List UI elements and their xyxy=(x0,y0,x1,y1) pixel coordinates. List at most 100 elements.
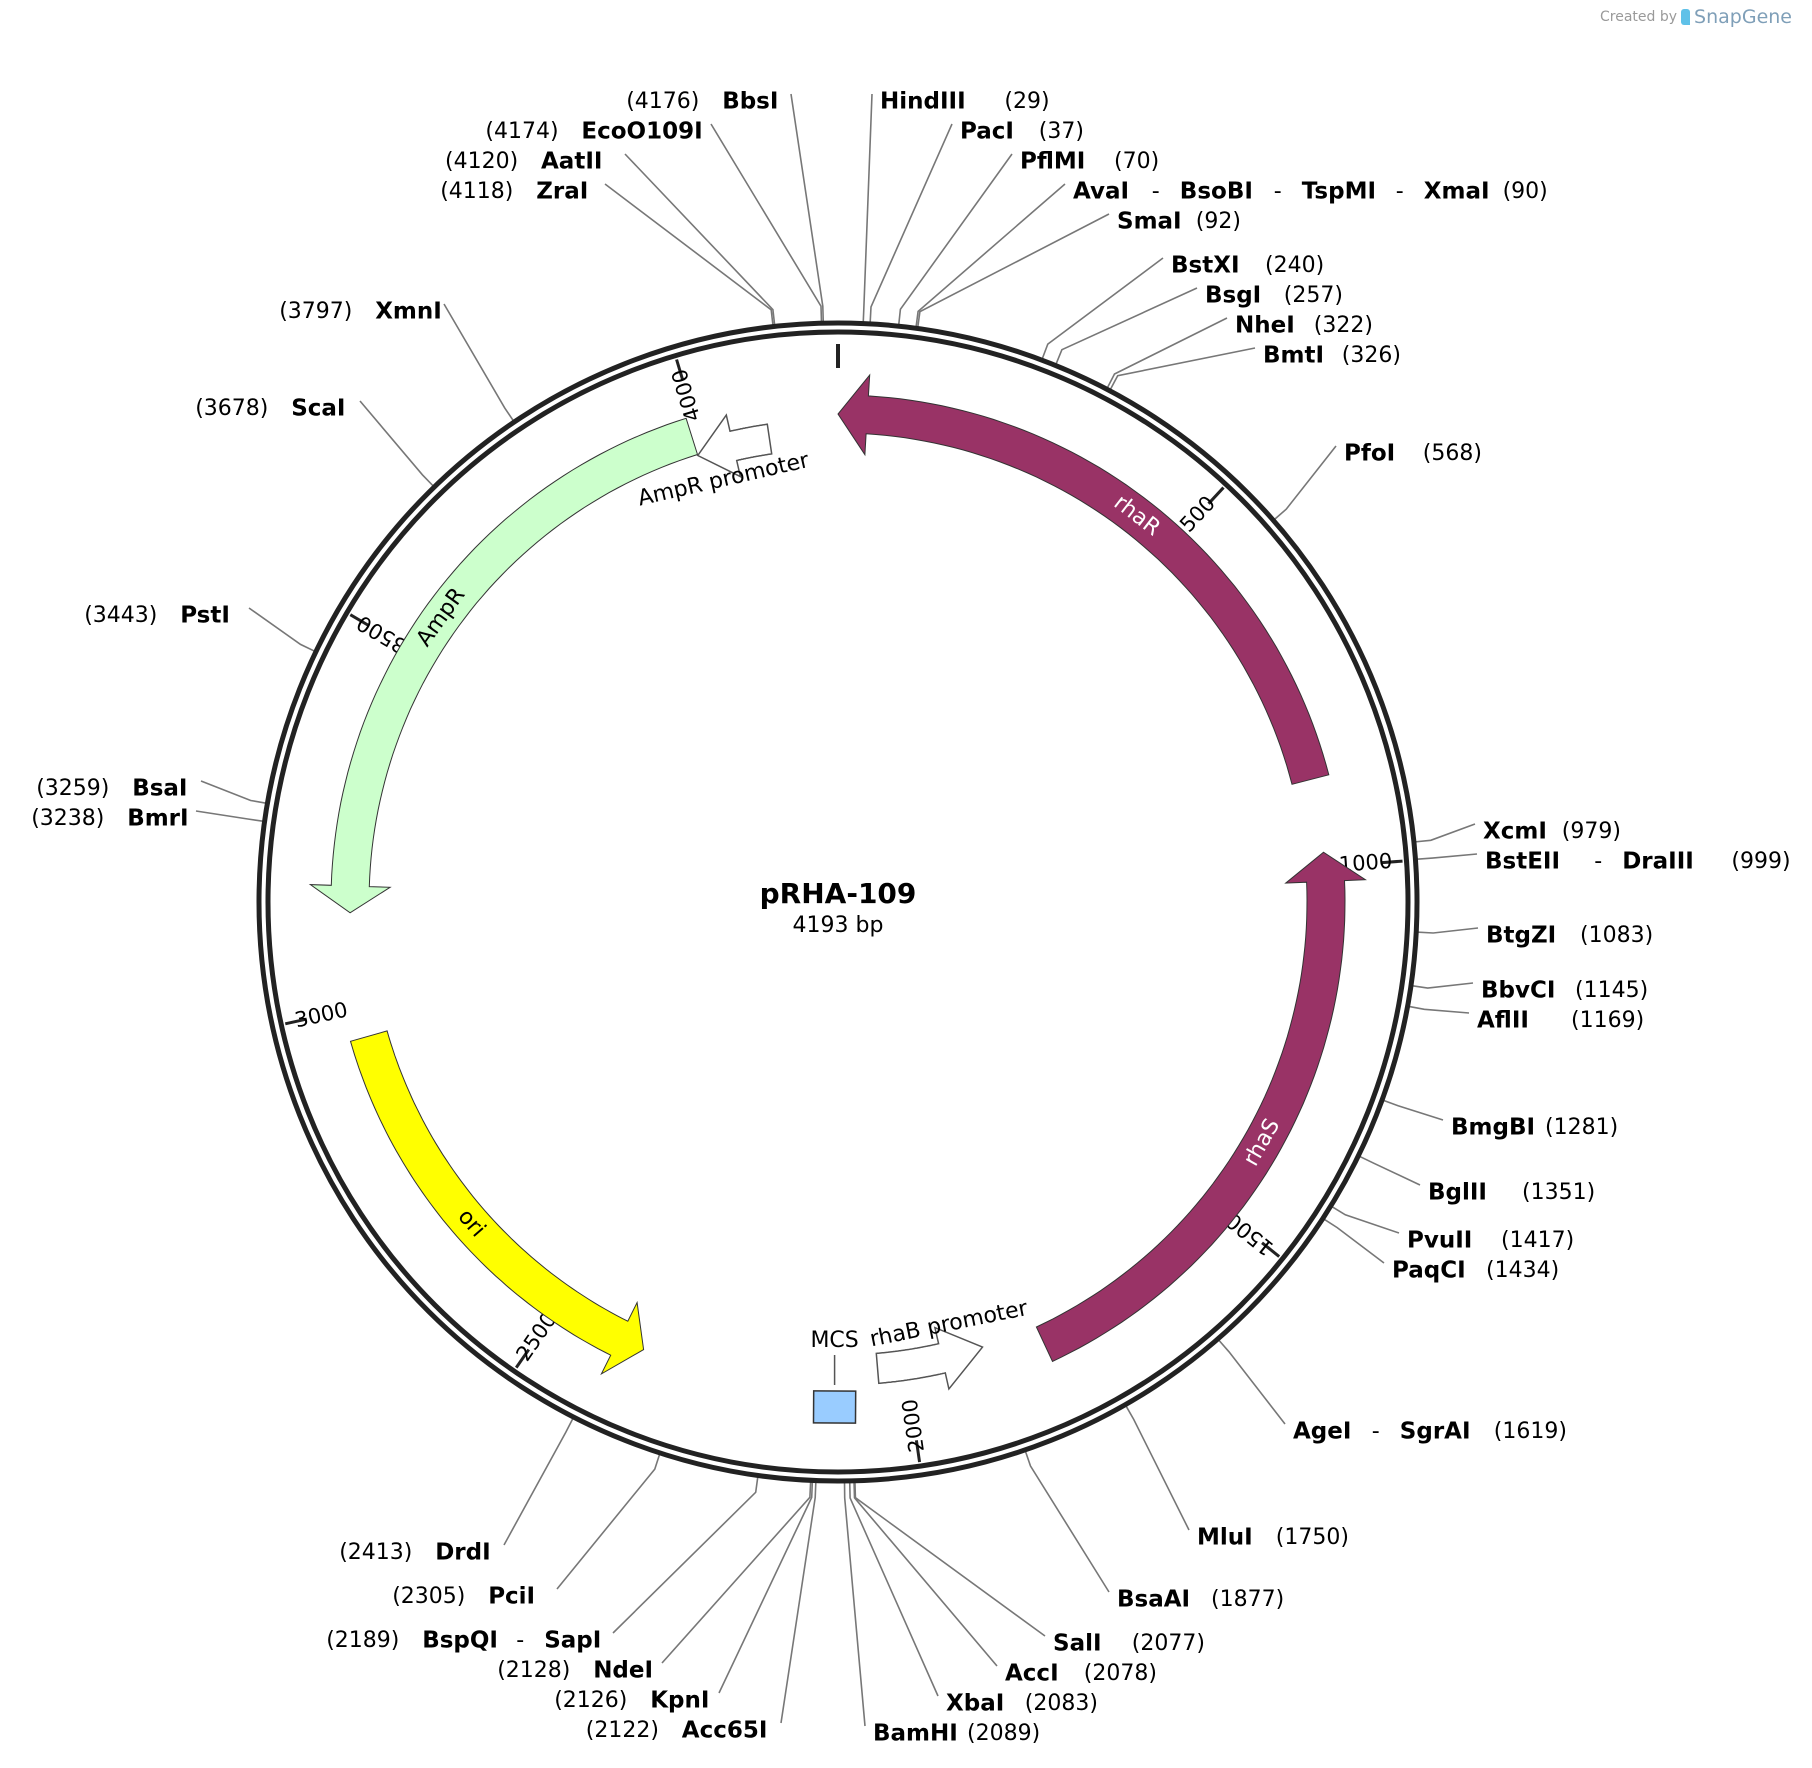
site-xcmi[interactable]: XcmI(979) xyxy=(1483,819,1621,845)
site-leader-line xyxy=(718,1480,814,1694)
site-position: (1434) xyxy=(1486,1258,1559,1283)
feature-mcs[interactable]: MCS xyxy=(810,1328,859,1424)
site-ndei[interactable]: (2128) NdeI xyxy=(497,1658,653,1684)
restriction-sites: (4176)BbsI (4174)EcoO109I (4120)AatII (4118… xyxy=(31,89,1790,1747)
feature-rhas[interactable]: rhaS xyxy=(1035,851,1367,1363)
site-mlui[interactable]: MluI(1750) xyxy=(1197,1525,1349,1551)
site-kpni[interactable]: (2126)KpnI xyxy=(554,1688,709,1714)
site-acci[interactable]: AccI(2078) xyxy=(1005,1661,1157,1687)
site-enzyme-name: SalI xyxy=(1053,1631,1102,1657)
feature-label: MCS xyxy=(810,1328,858,1353)
site-ecoo109i[interactable]: (4174)EcoO109I xyxy=(485,119,702,145)
site-xmni[interactable]: (3797)XmnI xyxy=(279,299,442,325)
site-enzyme-name: BmtI xyxy=(1263,343,1324,369)
site-enzyme-name: BmgBI xyxy=(1451,1115,1535,1141)
site-scai[interactable]: (3678)ScaI xyxy=(195,396,345,422)
feature-arrow[interactable] xyxy=(875,1326,984,1391)
site-bmri[interactable]: (3238)BmrI xyxy=(31,806,188,832)
site-position: (90) xyxy=(1503,179,1548,204)
site-leader-line xyxy=(1415,853,1478,861)
site-enzyme-name: PaqCI xyxy=(1392,1258,1466,1284)
site-position: (2128) xyxy=(497,1658,570,1683)
feature-rhab-promoter[interactable]: rhaB promoter xyxy=(868,1296,1031,1391)
mcs-box[interactable] xyxy=(812,1390,857,1424)
site-leader-line xyxy=(556,1452,661,1590)
site-pvuii[interactable]: PvuII(1417) xyxy=(1407,1228,1574,1254)
site-bbvci[interactable]: BbvCI(1145) xyxy=(1481,978,1648,1004)
site-bsai[interactable]: (3259)BsaI xyxy=(36,776,187,802)
site-position: (70) xyxy=(1114,149,1159,174)
site-position: (240) xyxy=(1265,253,1324,278)
site-bstxi[interactable]: BstXI(240) xyxy=(1171,253,1324,279)
site-aatii[interactable]: (4120)AatII xyxy=(445,149,602,175)
site-enzyme-name: EcoO109I xyxy=(581,119,702,145)
feature-arrow[interactable] xyxy=(349,1030,645,1376)
site-bmgbi[interactable]: BmgBI(1281) xyxy=(1451,1115,1618,1141)
site-leader-line xyxy=(661,1480,812,1664)
site-enzyme-name: BtgZI xyxy=(1486,923,1556,949)
site-bsgi[interactable]: BsgI(257) xyxy=(1205,283,1343,309)
site-enzyme-name: NdeI xyxy=(593,1658,653,1684)
feature-ori[interactable]: ori xyxy=(349,1030,645,1376)
site-bglii[interactable]: BglII(1351) xyxy=(1428,1180,1595,1206)
site-position: (3797) xyxy=(279,299,352,324)
site-avai-bsobi-tspmi-xmai[interactable]: AvaI-BsoBI-TspMI-XmaI(90) xyxy=(1073,179,1548,205)
ruler-tick xyxy=(1380,859,1403,865)
site-bamhi[interactable]: BamHI(2089) xyxy=(873,1721,1040,1747)
site-enzyme-name: SapI xyxy=(544,1628,601,1654)
site-leader-line xyxy=(1041,257,1164,361)
site-pcii[interactable]: (2305)PciI xyxy=(392,1584,535,1610)
site-leader-line xyxy=(359,400,435,488)
feature-arrow[interactable] xyxy=(1035,851,1367,1363)
site-position: (1877) xyxy=(1211,1587,1284,1612)
site-paqci[interactable]: PaqCI (1434) xyxy=(1392,1258,1559,1284)
site-position: (1351) xyxy=(1522,1180,1595,1205)
site-sali[interactable]: SalI(2077) xyxy=(1053,1631,1205,1657)
site-position: (37) xyxy=(1039,119,1084,144)
site-paci[interactable]: PacI(37) xyxy=(960,119,1084,145)
site-pflmi[interactable]: PflMI (70) xyxy=(1020,149,1159,175)
site-position: (92) xyxy=(1196,209,1241,234)
site-enzyme-name: PfoI xyxy=(1344,441,1395,467)
site-name-separator: - xyxy=(1372,1419,1380,1444)
site-smai[interactable]: SmaI(92) xyxy=(1117,209,1241,235)
site-position: (322) xyxy=(1314,313,1373,338)
site-bsaai[interactable]: BsaAI(1877) xyxy=(1117,1587,1284,1613)
feature-arrow[interactable] xyxy=(696,413,773,478)
feature-arrow[interactable] xyxy=(837,373,1330,785)
site-psti[interactable]: (3443)PstI xyxy=(84,603,230,629)
site-nhei[interactable]: NheI(322) xyxy=(1235,313,1373,339)
site-bmti[interactable]: BmtI(326) xyxy=(1263,343,1401,369)
site-drdi[interactable]: (2413)DrdI xyxy=(339,1540,490,1566)
site-enzyme-name: PflMI xyxy=(1020,149,1085,175)
site-bbsi[interactable]: (4176)BbsI xyxy=(626,89,778,115)
feature-arrow[interactable] xyxy=(308,417,699,914)
site-leader-line xyxy=(1105,317,1228,390)
site-zrai[interactable]: (4118)ZraI xyxy=(440,179,588,205)
site-enzyme-name: TspMI xyxy=(1302,179,1376,205)
site-bspqi-sapi[interactable]: (2189)BspQI-SapI xyxy=(326,1628,601,1654)
site-leader-line xyxy=(853,1480,998,1667)
site-leader-line xyxy=(710,123,823,324)
site-acc65i[interactable]: (2122)Acc65I xyxy=(586,1718,768,1744)
site-leader-line xyxy=(1054,287,1198,366)
site-position: (568) xyxy=(1423,441,1482,466)
site-btgzi[interactable]: BtgZI(1083) xyxy=(1486,923,1653,949)
site-bsteii-draiii[interactable]: BstEII-DraIII(999) xyxy=(1485,849,1791,875)
site-hindiii[interactable]: HindIII(29) xyxy=(880,89,1050,115)
site-leader-line xyxy=(1381,1099,1444,1121)
site-enzyme-name: BspQI xyxy=(422,1628,498,1654)
site-leader-line xyxy=(200,780,268,805)
site-pfoi[interactable]: PfoI (568) xyxy=(1344,441,1482,467)
site-aflii[interactable]: AflII(1169) xyxy=(1477,1008,1644,1034)
feature-rhar[interactable]: rhaR xyxy=(837,373,1330,785)
site-agei-sgrai[interactable]: AgeI-SgrAI(1619) xyxy=(1293,1419,1567,1445)
site-xbai[interactable]: XbaI(2083) xyxy=(946,1691,1098,1717)
site-enzyme-name: AccI xyxy=(1005,1661,1059,1687)
site-leader-line xyxy=(1217,1338,1286,1425)
site-leader-line xyxy=(1410,982,1474,989)
site-name-separator: - xyxy=(1152,179,1160,204)
site-leader-line xyxy=(1024,1449,1110,1593)
credit-prefix: Created by xyxy=(1600,9,1678,25)
